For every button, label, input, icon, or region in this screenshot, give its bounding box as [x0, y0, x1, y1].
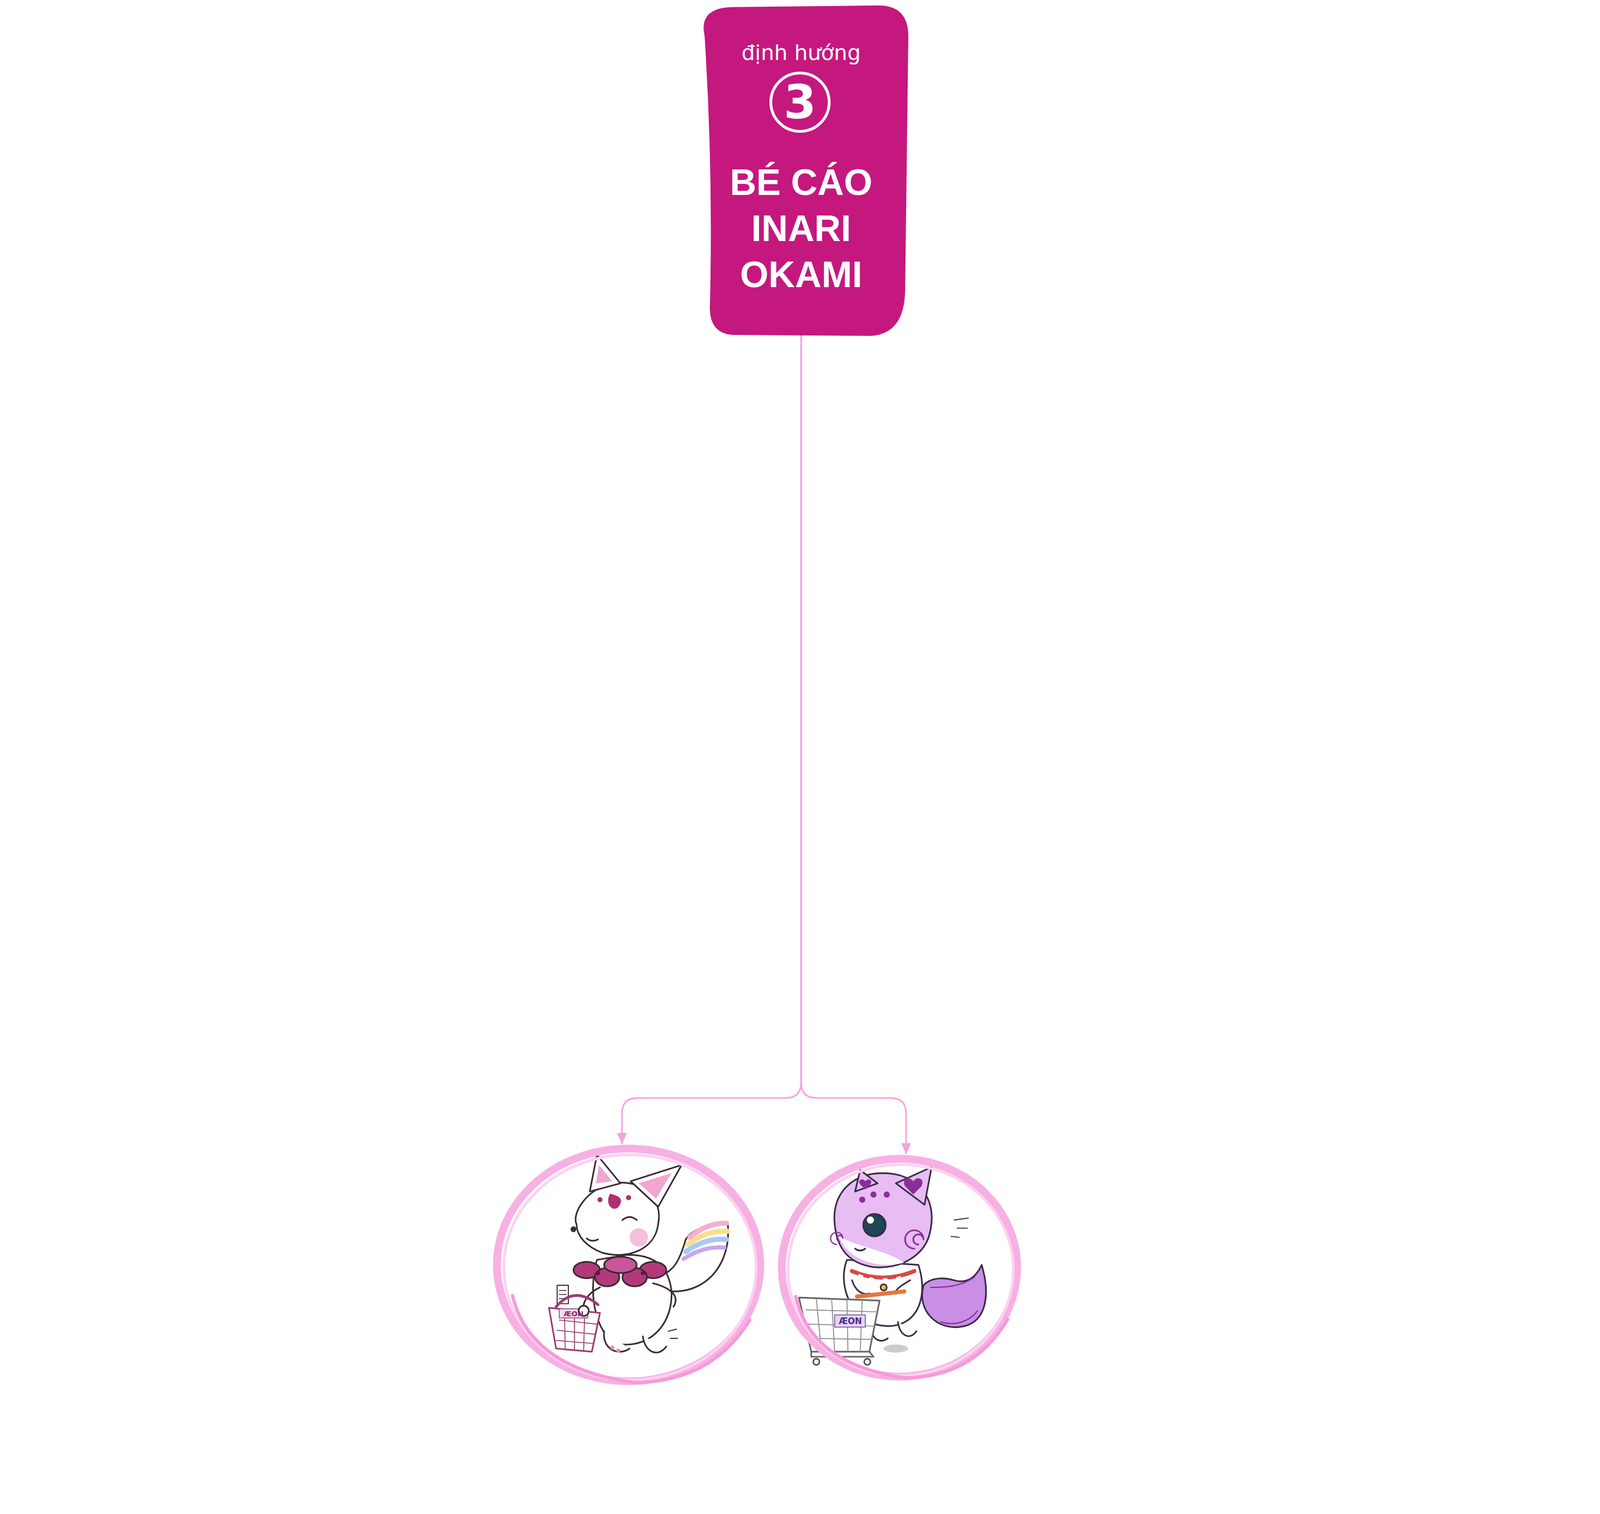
step-number: 3 — [769, 71, 831, 133]
purple-fox-illustration-part — [897, 1322, 917, 1337]
white-fox-illustration-part — [683, 1247, 725, 1260]
brush-ring-shade — [795, 1295, 1009, 1379]
brush-ring-shade — [512, 1294, 751, 1383]
white-fox-illustration-part — [556, 1309, 597, 1352]
purple-fox-illustration-part — [855, 1248, 865, 1252]
purple-fox-illustration-part — [859, 1275, 900, 1280]
purple-fox-illustration-part — [922, 1265, 987, 1328]
purple-fox-illustration-part — [940, 1311, 978, 1324]
white-fox-illustration-part — [596, 1271, 600, 1276]
white-fox-illustration-part — [586, 1238, 598, 1242]
white-fox-illustration-part — [630, 1165, 682, 1208]
white-fox-illustration-part — [608, 1193, 622, 1210]
purple-fox-illustration-part — [880, 1284, 887, 1291]
white-fox-illustration — [548, 1155, 728, 1353]
connector-arrow — [801, 334, 907, 1155]
white-fox-illustration-part — [570, 1226, 577, 1233]
brush-ring — [496, 1148, 760, 1382]
purple-fox-illustration-part — [834, 1173, 932, 1268]
circle-outline — [490, 1142, 768, 1388]
circle-outline — [775, 1153, 1024, 1383]
white-fox-illustration-part — [661, 1222, 728, 1292]
white-fox-illustration-part — [622, 1217, 637, 1221]
white-fox-illustration-part — [596, 1165, 613, 1184]
cart-logo-text: ÆON — [835, 1315, 866, 1328]
white-fox-illustration-part — [638, 1173, 672, 1199]
white-fox-illustration-part — [548, 1308, 600, 1353]
connector-arrow — [622, 334, 802, 1145]
purple-fox-illustration-part — [859, 1179, 872, 1190]
purple-fox-illustration-part — [830, 1232, 843, 1245]
white-fox-illustration-part — [603, 1257, 637, 1274]
purple-fox-illustration-part — [813, 1359, 820, 1366]
purple-fox-illustration-part — [883, 1191, 890, 1198]
purple-fox-illustration-part — [883, 1345, 909, 1354]
brush-ring — [781, 1158, 1018, 1377]
purple-fox-illustration-part — [930, 1277, 975, 1288]
white-fox-illustration-part — [640, 1271, 645, 1276]
purple-fox-illustration-part — [903, 1178, 923, 1195]
white-fox-illustration-part — [610, 1346, 614, 1350]
white-fox-illustration-part — [603, 1331, 630, 1353]
purple-fox-illustration-part — [834, 1315, 865, 1328]
purple-fox-illustration-part — [905, 1230, 924, 1249]
white-fox-illustration-part — [616, 1348, 620, 1353]
title-card: định hướng3 BÉ CÁO INARI OKAMI — [693, 2, 909, 337]
purple-fox-illustration — [798, 1167, 987, 1365]
purple-fox-illustration-part — [859, 1196, 866, 1203]
white-fox-illustration-part — [629, 1228, 648, 1247]
purple-fox-illustration-part — [852, 1280, 870, 1295]
kicker-text: định hướng — [693, 38, 909, 68]
white-fox-illustration-part — [556, 1296, 598, 1308]
purple-fox-illustration-part — [863, 1214, 886, 1237]
white-fox-illustration-part — [668, 1329, 678, 1339]
purple-fox-illustration-part — [896, 1167, 932, 1205]
white-fox-illustration-part — [626, 1195, 632, 1201]
illustration-layer-part — [548, 1155, 987, 1365]
purple-fox-illustration-part — [864, 1359, 871, 1366]
option-circle: ÆON — [490, 1142, 768, 1388]
basket-logo-text: ÆON — [559, 1309, 588, 1319]
purple-fox-illustration-part — [857, 1291, 904, 1297]
purple-fox-illustration-part — [866, 1216, 874, 1224]
purple-fox-illustration-part — [951, 1218, 969, 1238]
white-fox-illustration-part — [597, 1197, 603, 1203]
purple-fox-illustration-part — [838, 1236, 905, 1265]
purple-fox-illustration-part — [870, 1191, 877, 1198]
white-fox-illustration-part — [642, 1336, 667, 1353]
white-fox-illustration-part — [559, 1309, 588, 1319]
option-circle: ÆON — [775, 1153, 1024, 1383]
title-text: BÉ CÁO INARI OKAMI — [717, 159, 885, 298]
white-fox-illustration-part — [653, 1283, 677, 1308]
